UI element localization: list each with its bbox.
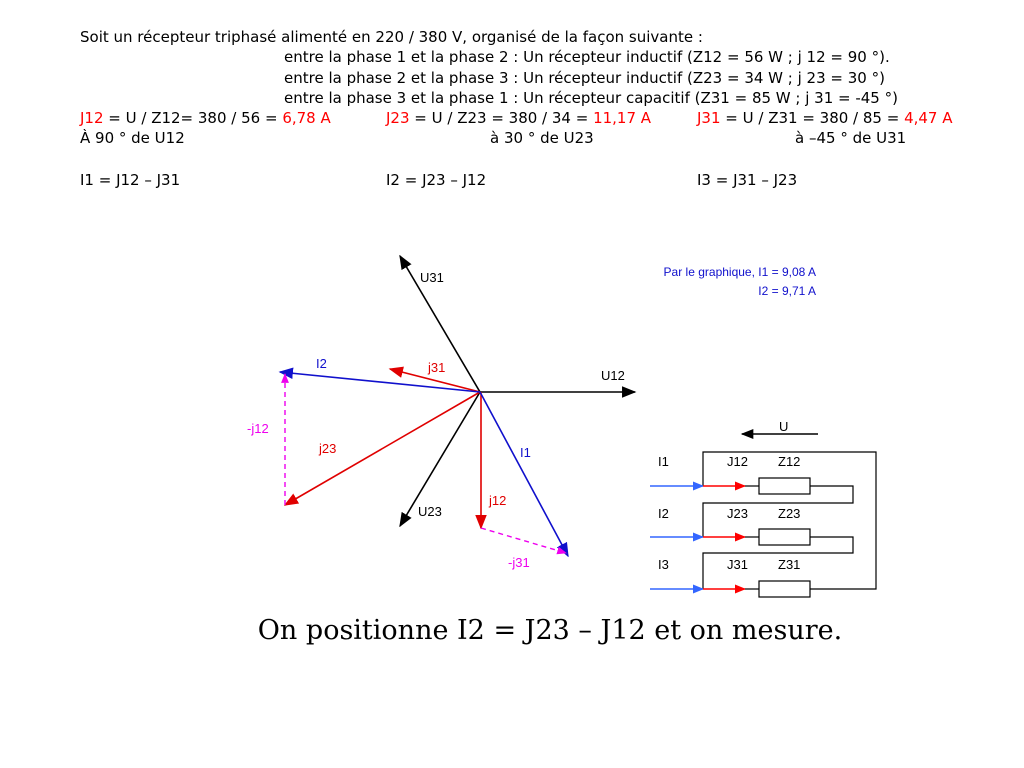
i1-label: I1 — [520, 445, 531, 460]
i2-vector — [278, 367, 481, 393]
minus-j31-vector — [480, 527, 567, 555]
load-12-description: entre la phase 1 et la phase 2 : Un réce… — [284, 48, 890, 66]
j12-formula: = U / Z12= 380 / 56 = — [103, 109, 283, 127]
i1-vector — [479, 391, 569, 558]
j12-label: j12 — [488, 493, 506, 508]
circuit-labels: U I1 J12 Z12 I2 J23 Z23 I3 J31 Z31 — [658, 419, 800, 572]
result-i1: Par le graphique, I1 = 9,08 A — [664, 265, 816, 279]
j31-vector — [388, 366, 481, 393]
i2-equation: I2 = J23 – J12 — [386, 171, 487, 189]
j12-calculation: J12 = U / Z12= 380 / 56 = 6,78 A — [80, 108, 331, 128]
j31-calculation: J31 = U / Z31 = 380 / 85 = 4,47 A — [697, 108, 953, 128]
j23-name: J23 — [386, 109, 410, 127]
circuit-i2-label: I2 — [658, 506, 669, 521]
caption: On positionne I2 = J23 – J12 et on mesur… — [257, 615, 843, 646]
j23-label: j23 — [318, 441, 336, 456]
circuit-z12-label: Z12 — [778, 454, 800, 469]
j31-value: 4,47 A — [904, 109, 953, 127]
load-31-description: entre la phase 3 et la phase 1 : Un réce… — [284, 89, 898, 107]
intro-text: Soit un récepteur triphasé alimenté en 2… — [80, 28, 703, 46]
result-i2: I2 = 9,71 A — [758, 284, 816, 298]
circuit-u-label: U — [779, 419, 788, 434]
j31-formula: = U / Z31 = 380 / 85 = — [720, 109, 905, 127]
circuit-schematic — [650, 428, 877, 598]
minus-j31-label: -j31 — [508, 555, 530, 570]
u31-label: U31 — [420, 270, 444, 285]
phase-31-text: à –45 ° de U31 — [795, 129, 907, 147]
phase-23-text: à 30 ° de U23 — [490, 129, 594, 147]
j31-name: J31 — [697, 109, 721, 127]
phasor-diagram: U31 U12 U23 I2 j31 -j12 j23 I1 j12 -j31 … — [247, 254, 816, 570]
j23-calculation: J23 = U / Z23 = 380 / 34 = 11,17 A — [386, 108, 651, 128]
u23-label: U23 — [418, 504, 442, 519]
circuit-j31-label: J31 — [727, 557, 748, 572]
i2-label: I2 — [316, 356, 327, 371]
i1-equation: I1 = J12 – J31 — [80, 171, 181, 189]
circuit-j23-label: J23 — [727, 506, 748, 521]
circuit-i3-label: I3 — [658, 557, 669, 572]
j12-name: J12 — [80, 109, 104, 127]
z23-box — [758, 528, 811, 546]
u12-label: U12 — [601, 368, 625, 383]
circuit-i1-label: I1 — [658, 454, 669, 469]
i3-equation: I3 = J31 – J23 — [697, 171, 798, 189]
j23-value: 11,17 A — [593, 109, 652, 127]
branch-23-wire-right — [702, 536, 854, 589]
u31-vector — [399, 254, 481, 393]
j31-label: j31 — [427, 360, 445, 375]
minus-j12-label: -j12 — [247, 421, 269, 436]
circuit-j12-label: J12 — [727, 454, 748, 469]
u23-vector — [399, 391, 481, 528]
z31-box — [758, 580, 811, 598]
j23-vector — [283, 391, 481, 506]
z12-box — [758, 477, 811, 495]
load-23-description: entre la phase 2 et la phase 3 : Un réce… — [284, 69, 885, 87]
phase-12-text: À 90 ° de U12 — [80, 129, 185, 147]
circuit-z31-label: Z31 — [778, 557, 800, 572]
j23-formula: = U / Z23 = 380 / 34 = — [409, 109, 594, 127]
branch-12-wire-right — [702, 485, 854, 537]
circuit-frame — [702, 451, 877, 590]
j12-value: 6,78 A — [282, 109, 331, 127]
circuit-z23-label: Z23 — [778, 506, 800, 521]
